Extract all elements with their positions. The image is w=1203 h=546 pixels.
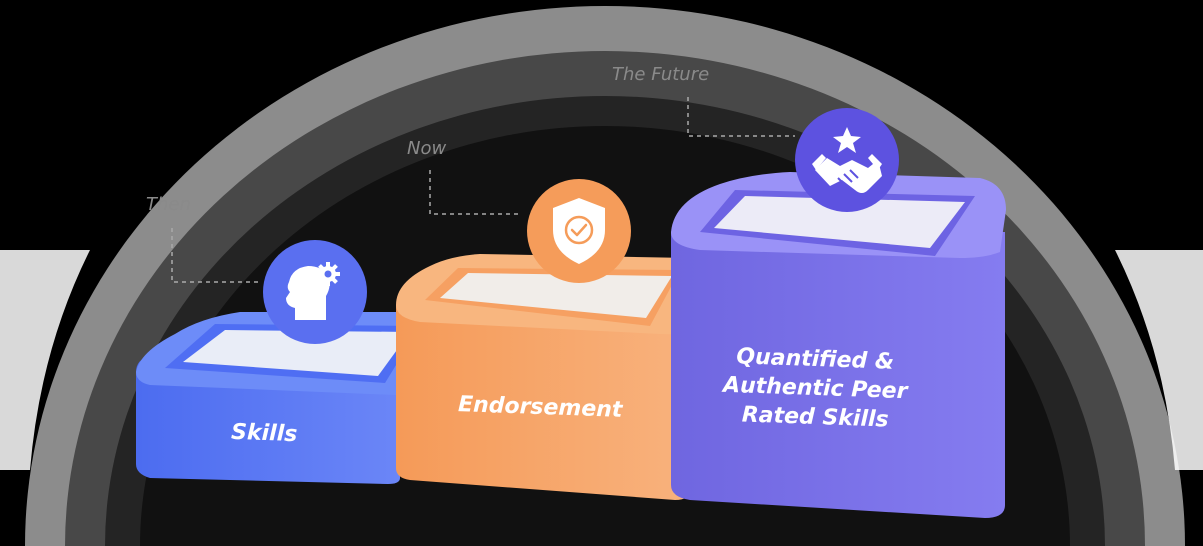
stage-title-future-line-1: Quantified & [736,344,895,374]
block-side [396,305,690,500]
stage-block-endorsement: Endorsement [396,254,690,500]
block-side [671,232,1005,518]
block-top-face [714,196,965,248]
block-top-face [183,330,410,376]
stage-block-skills: Skills [136,312,440,484]
stage-title-future-line-3: Rated Skills [741,402,889,432]
stage-block-future: Quantified & Authentic Peer Rated Skills [671,172,1006,518]
edge-fade-left [0,250,90,470]
handshake-star-icon [795,108,899,212]
head-gear-icon [263,240,367,344]
era-label-then: Then [146,194,191,215]
stage-title-skills: Skills [231,420,298,447]
stage-title-endorsement: Endorsement [458,392,625,423]
block-top-face [440,273,672,318]
era-label-now: Now [407,138,446,159]
era-label-future: The Future [612,64,709,85]
shield-check-icon [527,179,631,283]
edge-fade-right [1115,250,1203,470]
connectors [171,97,795,283]
connector-then [171,228,262,283]
connector-now [429,170,520,215]
